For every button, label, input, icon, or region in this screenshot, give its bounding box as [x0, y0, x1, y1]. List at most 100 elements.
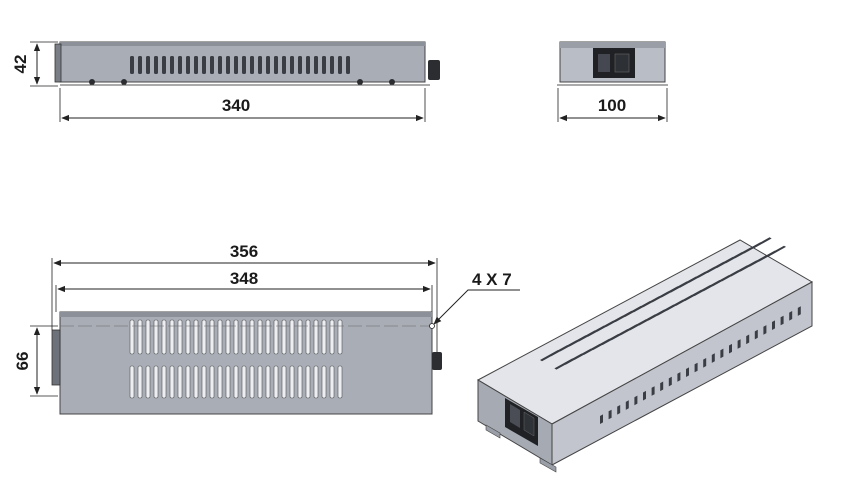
vent-slot	[225, 319, 231, 355]
front-view-foot	[389, 79, 395, 85]
vent-slot	[634, 395, 638, 406]
power-supply-isometric-icon	[476, 237, 814, 473]
width-dimension-label: 340	[222, 96, 250, 115]
vent-slot	[729, 343, 732, 354]
vent-slot	[265, 365, 271, 399]
vent-slot	[257, 365, 263, 399]
mount-dimension-label: 348	[230, 269, 258, 288]
vent-slot	[234, 56, 238, 74]
vent-slot	[137, 365, 143, 399]
vent-slot	[314, 56, 318, 74]
vent-slot	[265, 319, 271, 355]
vent-slot	[153, 365, 159, 399]
iso-inlet-socket	[510, 404, 520, 428]
vent-slot	[145, 319, 151, 355]
vent-slot	[305, 365, 311, 399]
vent-slot	[711, 353, 715, 363]
vent-slot	[677, 372, 681, 382]
front-view-foot	[89, 79, 95, 85]
vent-slot	[217, 365, 223, 399]
vent-slot	[201, 319, 207, 355]
vent-slot	[257, 319, 263, 355]
vent-slot	[226, 56, 230, 74]
vent-slot	[766, 245, 786, 257]
vent-slot	[321, 319, 327, 355]
vent-slot	[313, 319, 319, 355]
vent-slot	[145, 365, 151, 399]
vent-slot	[330, 56, 334, 74]
vent-slot	[242, 56, 246, 74]
top-view-left-inlet	[51, 329, 61, 386]
vent-slot	[273, 319, 279, 355]
overall-dimension-label: 356	[230, 242, 258, 261]
vent-slot	[305, 319, 311, 355]
top-view-vent-slots-upper	[129, 319, 343, 355]
vent-slot	[337, 319, 343, 355]
side-view-inlet-socket	[598, 54, 610, 72]
vent-slot	[209, 365, 215, 399]
vent-slot	[660, 381, 664, 392]
vent-slot	[322, 56, 326, 74]
vent-slot	[218, 56, 222, 74]
vent-slot	[290, 56, 294, 74]
vent-slot	[225, 365, 231, 399]
vent-slot	[625, 400, 629, 410]
vent-slot	[170, 56, 174, 74]
vent-slot	[210, 56, 214, 74]
vent-slot	[289, 319, 295, 355]
vent-slot	[329, 319, 335, 355]
vent-slot	[686, 367, 689, 377]
vent-slot	[161, 365, 167, 399]
vent-slot	[720, 348, 724, 359]
vent-slot	[129, 365, 135, 399]
vent-slot	[600, 414, 603, 424]
vent-slot	[338, 56, 342, 74]
vent-slot	[754, 329, 758, 340]
vent-slot	[161, 319, 167, 355]
front-view-left-cap	[54, 43, 62, 83]
vent-slot	[763, 325, 767, 335]
vent-slot	[154, 56, 158, 74]
vent-slot	[177, 319, 183, 355]
vent-slot	[617, 405, 621, 415]
vent-slot	[346, 56, 350, 74]
vent-slot	[321, 365, 327, 399]
hole-leader-line	[433, 289, 520, 325]
top-view-vent-slots-lower	[129, 365, 343, 399]
vent-slot	[751, 237, 772, 249]
vent-slot	[137, 319, 143, 355]
front-view: 42 340	[11, 41, 440, 122]
front-view-top-edge	[60, 42, 425, 46]
vent-slot	[780, 315, 784, 326]
depth-dimension-label: 66	[13, 352, 32, 371]
vent-slot	[298, 56, 302, 74]
vent-slot	[789, 311, 793, 321]
vent-slot	[694, 362, 698, 373]
vent-slot	[241, 319, 247, 355]
vent-slot	[297, 319, 303, 355]
vent-slot	[273, 365, 279, 399]
vent-slot	[274, 56, 278, 74]
front-view-connector	[428, 60, 440, 80]
vent-slot	[289, 365, 295, 399]
vent-slot	[643, 390, 646, 401]
mount-hole	[429, 323, 435, 329]
vent-slot	[250, 56, 254, 74]
vent-slot	[668, 376, 672, 387]
vent-slot	[129, 319, 135, 355]
side-view-power-switch	[614, 53, 630, 73]
vent-slot	[233, 365, 239, 399]
vent-slot	[185, 365, 191, 399]
side-view-top-edge	[560, 42, 665, 48]
iso-power-switch	[523, 411, 535, 437]
side-width-dimension-label: 100	[598, 96, 626, 115]
vent-slot	[249, 365, 255, 399]
vent-slot	[194, 56, 198, 74]
vent-slot	[202, 56, 206, 74]
front-view-vent-slots	[130, 56, 350, 74]
vent-slot	[797, 306, 801, 316]
vent-slot	[651, 386, 655, 396]
vent-slot	[162, 56, 166, 74]
vent-slot	[306, 56, 310, 74]
